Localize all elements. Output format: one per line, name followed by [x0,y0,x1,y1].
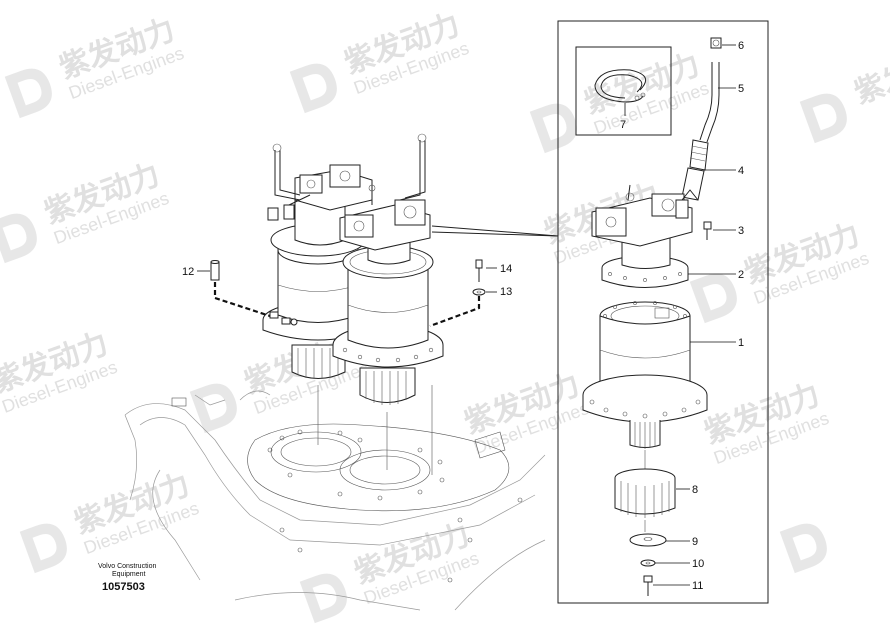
callout-label: 5 [738,83,744,95]
swing-motor-front [332,133,444,405]
company-name-line2: Equipment [112,571,146,578]
figure-number: 1057503 [102,581,145,593]
dashed-leader [213,282,271,318]
detail-box [557,20,769,604]
watermark: 紫发动力 Diesel-Engines [460,367,592,458]
detail-pointer [431,225,559,237]
callout-label: 10 [692,558,704,570]
washer-part-13 [472,288,486,296]
swing-motor-rear [262,143,374,379]
bolt-part-3: 3 [703,221,744,240]
pinion-gear-part-8: 8 [614,450,698,518]
callout-label: 3 [738,225,744,237]
callout-label: 8 [692,484,698,496]
callout-label: 1 [738,337,744,349]
callout-label: 4 [738,165,744,177]
callout-label: 13 [500,286,512,298]
company-name: Volvo Construction [98,563,156,570]
plate-part-9: 9 [629,520,698,548]
washer-part-10: 10 [640,558,704,570]
callout-label: 6 [738,40,744,52]
watermark: 紫发动力 Diesel-Engines [299,517,482,624]
callout-label: 7 [620,119,626,131]
callout-14: 14 [486,263,512,275]
watermark: 紫发动力 Diesel-Engines [700,377,832,468]
watermark [779,523,827,574]
plug-part-6: 6 [710,37,744,52]
watermark-chinese: 紫发动力 [850,37,890,111]
hose-part-5: 5 [699,62,744,143]
watermark: 紫发动力 Diesel-Engines [0,157,172,264]
watermark: 紫发动力 [799,37,890,144]
dashed-leader [429,296,481,328]
callout-label: 11 [692,580,703,592]
figure-footer: Volvo Construction Equipment 1057503 [98,563,156,593]
bolt-cluster [269,311,298,326]
watermark: 紫发动力 Diesel-Engines [0,326,120,417]
bolt-part-14 [475,259,483,282]
callout-label: 12 [182,266,194,278]
callout-label: 14 [500,263,512,275]
callout-label: 2 [738,269,744,281]
upper-frame-outline [124,390,546,611]
fitting-part-4: 4 [681,139,744,201]
motor-head-part-2: 2 [591,184,744,288]
watermark: 紫发动力 Diesel-Engines [19,467,202,574]
gearbox-housing-part-1: 1 [582,301,744,449]
snap-ring-inset: 7 [575,46,672,136]
watermark: 紫发动力 Diesel-Engines [4,12,187,119]
callout-13: 13 [486,286,512,298]
callout-12: 12 [182,266,210,278]
pin-part-12 [210,260,220,281]
watermark-layer: 紫发动力 Diesel-Engines 紫发动力 Diesel-Engines … [0,7,890,624]
bolt-part-11: 11 [643,575,703,596]
watermark: 紫发动力 Diesel-Engines [689,217,872,324]
watermark: 紫发动力 Diesel-Engines [289,7,472,114]
callout-label: 9 [692,536,698,548]
detail-pointer [431,231,559,237]
